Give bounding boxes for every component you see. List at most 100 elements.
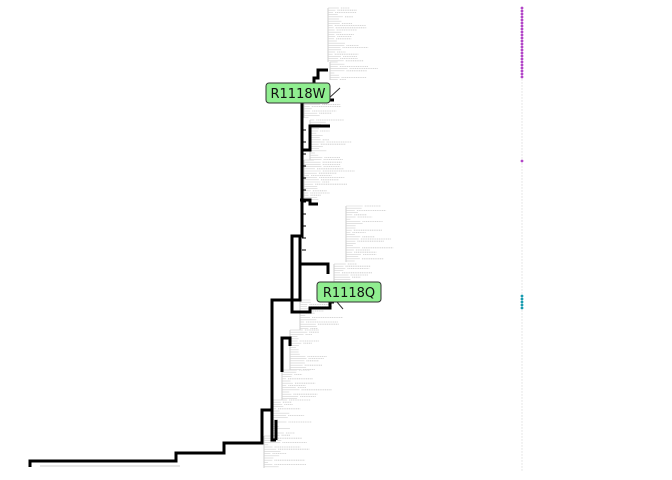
tip-marker — [521, 163, 523, 165]
tip-marker — [521, 121, 523, 123]
tip-marker — [521, 205, 523, 207]
tip-marker — [521, 151, 523, 153]
tip-marker — [521, 463, 523, 465]
tip-marker — [521, 289, 523, 291]
tip-marker — [521, 178, 523, 180]
tip-marker — [521, 376, 523, 378]
tip-marker — [521, 82, 523, 84]
tip-marker — [521, 358, 523, 360]
tip-marker — [521, 172, 523, 174]
tip-marker — [521, 190, 523, 192]
tip-marker — [521, 439, 523, 441]
tip-marker — [521, 352, 523, 354]
tip-marker — [521, 217, 523, 219]
lineage-branch — [28, 262, 330, 467]
tip-marker — [521, 391, 523, 393]
tip-marker — [521, 232, 523, 234]
tip-marker — [521, 313, 523, 315]
tip-marker — [520, 21, 524, 25]
tip-marker — [521, 100, 523, 102]
tip-marker — [521, 274, 523, 276]
lineage-branch — [300, 198, 318, 206]
tip-marker — [521, 334, 523, 336]
tip-marker — [521, 235, 523, 237]
tip-marker — [521, 337, 523, 339]
tip-marker — [520, 24, 524, 28]
tip-marker — [520, 75, 524, 79]
tip-marker — [520, 294, 524, 298]
tip-marker — [521, 208, 523, 210]
lineage-branch — [270, 300, 276, 442]
tip-marker — [521, 370, 523, 372]
tip-marker — [520, 303, 524, 307]
tip-marker — [521, 142, 523, 144]
mutation-label-r1118q-text: R1118Q — [323, 286, 375, 301]
tip-marker — [521, 187, 523, 189]
tip-marker — [520, 63, 524, 67]
tip-marker — [521, 430, 523, 432]
tip-marker — [521, 379, 523, 381]
tip-marker — [521, 175, 523, 177]
tip-marker — [521, 115, 523, 117]
lineage-branch — [280, 336, 292, 372]
tip-marker — [521, 346, 523, 348]
tip-marker — [521, 244, 523, 246]
tip-marker — [521, 397, 523, 399]
tip-marker — [521, 442, 523, 444]
tip-marker — [521, 454, 523, 456]
tip-marker — [521, 196, 523, 198]
tip-marker — [520, 18, 524, 22]
tip-marker — [521, 292, 523, 294]
tip-marker — [521, 145, 523, 147]
mutation-label-r1118q[interactable]: R1118Q — [316, 281, 382, 310]
tip-marker — [521, 433, 523, 435]
tip-marker — [521, 421, 523, 423]
tip-marker — [521, 112, 523, 114]
tip-marker — [520, 45, 524, 49]
tip-marker — [520, 306, 524, 310]
tip-marker — [521, 466, 523, 468]
tip-marker — [520, 159, 524, 163]
tip-marker — [521, 88, 523, 90]
tip-marker — [521, 148, 523, 150]
tip-marker — [521, 253, 523, 255]
tip-marker — [521, 388, 523, 390]
tip-marker — [521, 91, 523, 93]
tip-marker — [521, 97, 523, 99]
tip-marker — [521, 436, 523, 438]
mutation-label-r1118w-text: R1118W — [271, 87, 326, 102]
tip-marker — [521, 400, 523, 402]
tip-marker — [521, 265, 523, 267]
tip-marker — [521, 169, 523, 171]
tip-marker — [521, 124, 523, 126]
tip-marker — [521, 364, 523, 366]
tip-marker — [520, 51, 524, 55]
tip-marker — [521, 469, 523, 471]
tip-marker — [520, 27, 524, 31]
tip-marker — [521, 394, 523, 396]
tip-marker — [520, 36, 524, 40]
tip-marker — [521, 127, 523, 129]
tip-marker — [521, 241, 523, 243]
tip-marker — [520, 297, 524, 301]
tip-marker — [520, 42, 524, 46]
tip-marker — [521, 385, 523, 387]
tip-marker — [520, 6, 524, 10]
tip-marker — [521, 223, 523, 225]
tip-marker — [521, 109, 523, 111]
tip-marker — [521, 199, 523, 201]
tip-marker — [521, 268, 523, 270]
tip-marker — [521, 460, 523, 462]
tip-marker — [520, 72, 524, 76]
mutation-label-r1118w[interactable]: R1118W — [265, 82, 341, 104]
tip-marker — [521, 451, 523, 453]
tip-marker — [521, 130, 523, 132]
tip-marker — [520, 54, 524, 58]
tip-marker — [520, 9, 524, 13]
highlighted-lineage — [28, 68, 334, 467]
tip-marker — [520, 300, 524, 304]
tip-marker — [520, 33, 524, 37]
tip-marker — [520, 15, 524, 19]
tip-marker — [521, 403, 523, 405]
